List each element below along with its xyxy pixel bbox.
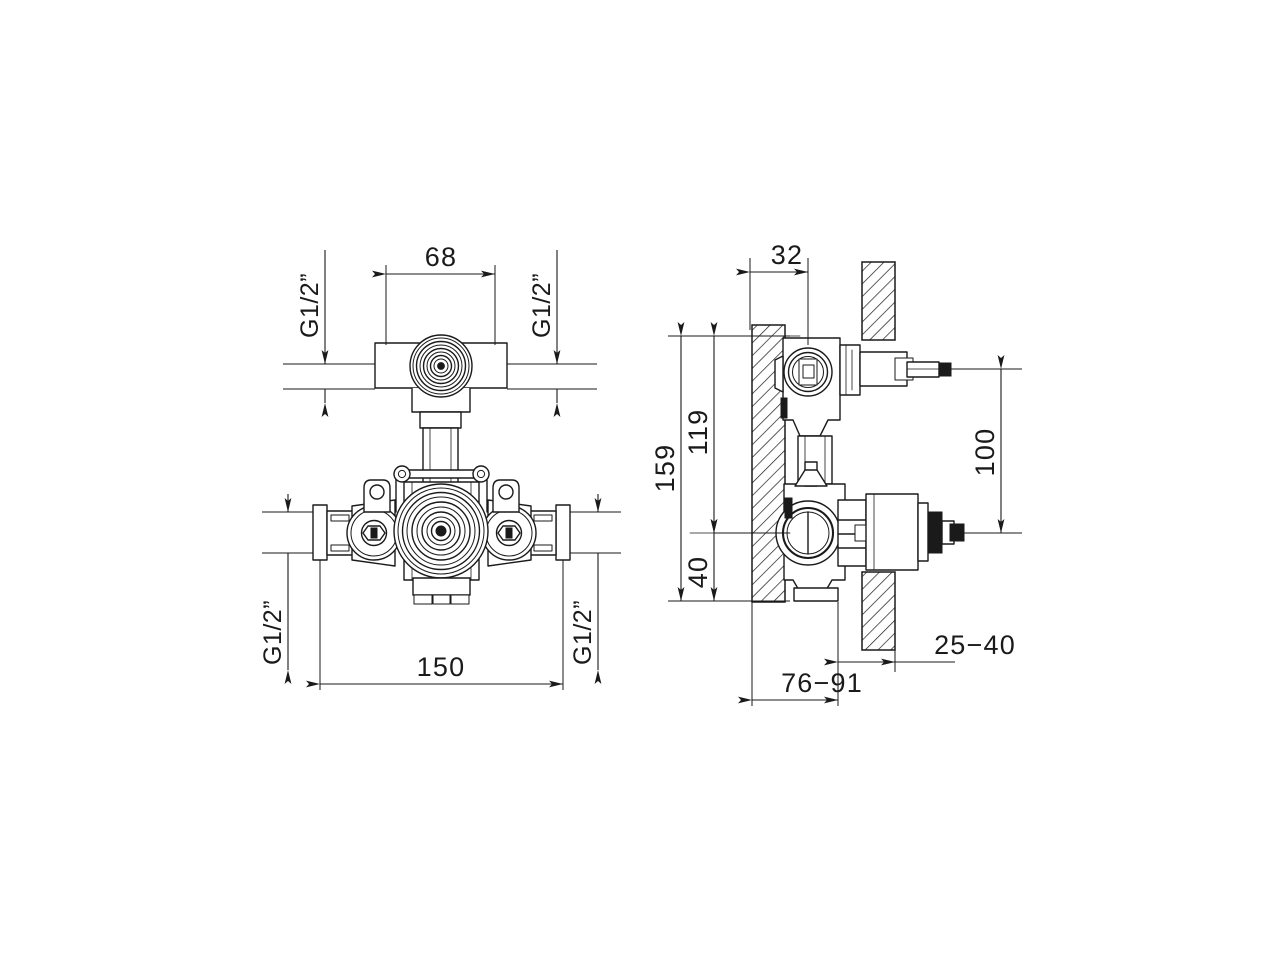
dimension-32: 32 <box>736 240 809 345</box>
outlet-foot-right <box>450 594 470 605</box>
dimension-label-32: 32 <box>771 240 803 270</box>
lower-valve-shoulder <box>794 469 828 487</box>
dimension-label-119: 119 <box>683 409 713 456</box>
center-ring-7 <box>421 511 461 551</box>
bracket-hole-right <box>472 465 490 483</box>
thread-label-top-right: G1/2” <box>528 273 556 338</box>
dimension-68: 68 <box>372 242 496 345</box>
thread-label-top-left: G1/2” <box>296 273 324 338</box>
thread-callout-bottom-left: G1/2” <box>259 494 313 684</box>
center-ring-9 <box>430 520 452 542</box>
upper-valve-tab <box>780 397 788 419</box>
front-mounting-lugs-outer <box>363 479 520 513</box>
top-handle-ring-7 <box>429 354 453 378</box>
upper-cartridge-collar <box>839 344 861 396</box>
tube-collar-upper <box>419 411 462 429</box>
lower-valve-tab <box>784 497 793 519</box>
left-cap-slot <box>370 527 378 539</box>
front-left-port <box>312 499 402 567</box>
dimension-159: 159 <box>650 322 790 602</box>
left-flange-notch-bottom <box>330 544 350 552</box>
finish-block-lower <box>861 571 896 651</box>
dimension-150: 150 <box>306 560 564 690</box>
center-ring-8 <box>426 516 456 546</box>
lower-cartridge-barrel <box>865 493 919 571</box>
lower-stem-spline <box>949 523 965 542</box>
right-cap-ring-3 <box>495 519 523 547</box>
upper-head-ring-inner <box>792 356 824 388</box>
top-handle-center <box>437 362 445 370</box>
dimension-label-25-40: 25−40 <box>934 630 1016 660</box>
upper-valve-wall-boss <box>774 355 784 393</box>
top-handle-ring-8 <box>433 358 449 374</box>
dimension-119: 119 <box>683 322 790 534</box>
lower-outlet-collar <box>793 587 839 602</box>
lower-barrel-cap <box>917 502 929 562</box>
top-handle-ring-2 <box>412 337 470 395</box>
front-view: 68 150 G1/2” G1/2” <box>259 242 621 690</box>
center-ring-2 <box>397 487 485 575</box>
upper-stem-spline <box>938 362 952 377</box>
dimension-label-68: 68 <box>425 242 457 272</box>
lug-left-outer-hole <box>369 484 385 500</box>
right-flange-face <box>555 504 571 561</box>
upper-stem-shaft <box>906 361 940 378</box>
center-hub <box>435 525 447 537</box>
dimension-label-100: 100 <box>970 428 1000 477</box>
right-flange-notch-top <box>533 514 553 522</box>
dimension-76-91: 76−91 <box>738 602 863 706</box>
top-handle-ring-6 <box>426 351 456 381</box>
outlet-collar <box>412 577 471 596</box>
thread-callout-bottom-right: G1/2” <box>569 494 621 684</box>
center-ring-3 <box>401 491 481 571</box>
front-main-body <box>312 465 571 605</box>
top-handle-ring-5 <box>422 347 460 385</box>
dimension-40: 40 <box>683 519 718 601</box>
lower-gland-nut <box>927 511 943 554</box>
thread-callout-top-left: G1/2” <box>283 250 375 417</box>
side-upper-valve <box>774 337 952 485</box>
side-view: 32 159 119 40 100 <box>650 240 1022 706</box>
dimension-label-40: 40 <box>683 556 713 588</box>
bracket-hole-left <box>393 465 411 483</box>
lug-right-outer-hole <box>498 484 514 500</box>
left-cap-ring-3 <box>360 519 388 547</box>
left-flange-notch-top <box>330 514 350 522</box>
bracket-hole-left-inner <box>397 469 407 479</box>
dimension-100: 100 <box>951 355 1022 534</box>
upper-head-ring-mid <box>787 351 829 393</box>
upper-head-square <box>802 364 815 379</box>
front-bracket-arms <box>393 465 490 513</box>
center-ring-6 <box>416 506 466 556</box>
front-bottom-outlet <box>412 577 471 605</box>
thread-label-bottom-left: G1/2” <box>259 600 287 665</box>
finish-block-upper <box>861 261 896 341</box>
thread-label-bottom-right: G1/2” <box>569 600 597 665</box>
front-center-handle <box>393 483 489 579</box>
dimension-label-150: 150 <box>417 652 466 682</box>
dimension-label-76-91: 76−91 <box>781 668 863 698</box>
lower-internal-pin <box>854 524 868 542</box>
dimension-label-159: 159 <box>650 444 680 493</box>
top-handle-ring-4 <box>419 344 463 388</box>
center-ring-5 <box>411 501 471 561</box>
top-handle-ring-3 <box>415 340 467 392</box>
outlet-foot-center <box>432 594 451 605</box>
bracket-hole-right-inner <box>476 469 486 479</box>
outlet-foot-left <box>413 594 433 605</box>
right-cap-slot <box>505 527 513 539</box>
thread-callout-top-right: G1/2” <box>507 250 597 417</box>
right-flange-notch-bottom <box>533 544 553 552</box>
side-lower-valve <box>775 461 965 602</box>
front-top-valve <box>374 334 508 413</box>
front-right-port <box>481 499 571 567</box>
dimension-25-40: 25−40 <box>824 630 1016 672</box>
center-ring-4 <box>406 496 476 566</box>
left-flange-face <box>312 504 328 561</box>
